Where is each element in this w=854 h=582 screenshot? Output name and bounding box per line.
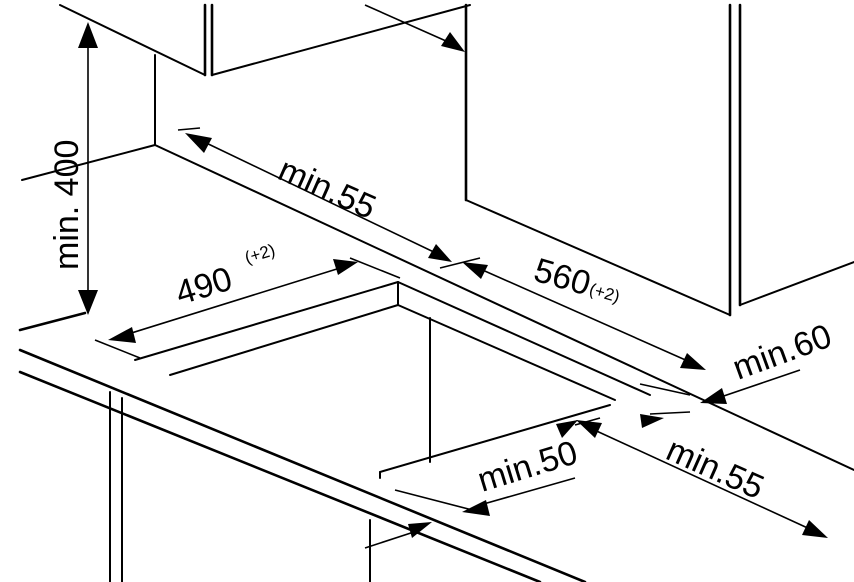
dim-490-label: 490: [171, 260, 236, 313]
dim-min-55-top-label: min.55: [273, 151, 382, 227]
cutout: [134, 281, 651, 479]
wall-cabinet: [59, 3, 471, 146]
dim-min-50: min.50: [394, 417, 601, 516]
dim-min-400: min. 400: [48, 22, 98, 315]
dim-min-400-label: min. 400: [48, 140, 86, 270]
dim-min-60-label: min.60: [728, 317, 837, 388]
dim-490: 490 (+2): [94, 240, 401, 359]
dim-490-tolerance: (+2): [242, 240, 277, 267]
dim-min-55-top: min.55: [177, 127, 452, 262]
dim-min-50-label: min.50: [473, 433, 582, 499]
dim-min-60: min.60: [639, 317, 837, 404]
worktop: [18, 311, 587, 582]
dim-560-tolerance: (+2): [587, 280, 622, 307]
dim-min-55-right: min.55: [576, 411, 828, 538]
tall-unit: [464, 3, 854, 317]
dim-cabinet-depth: [364, 4, 465, 52]
dim-front-edge: [364, 522, 432, 549]
dim-min-55-right-label: min.55: [661, 431, 770, 507]
dim-560: 560 (+2): [439, 251, 706, 370]
